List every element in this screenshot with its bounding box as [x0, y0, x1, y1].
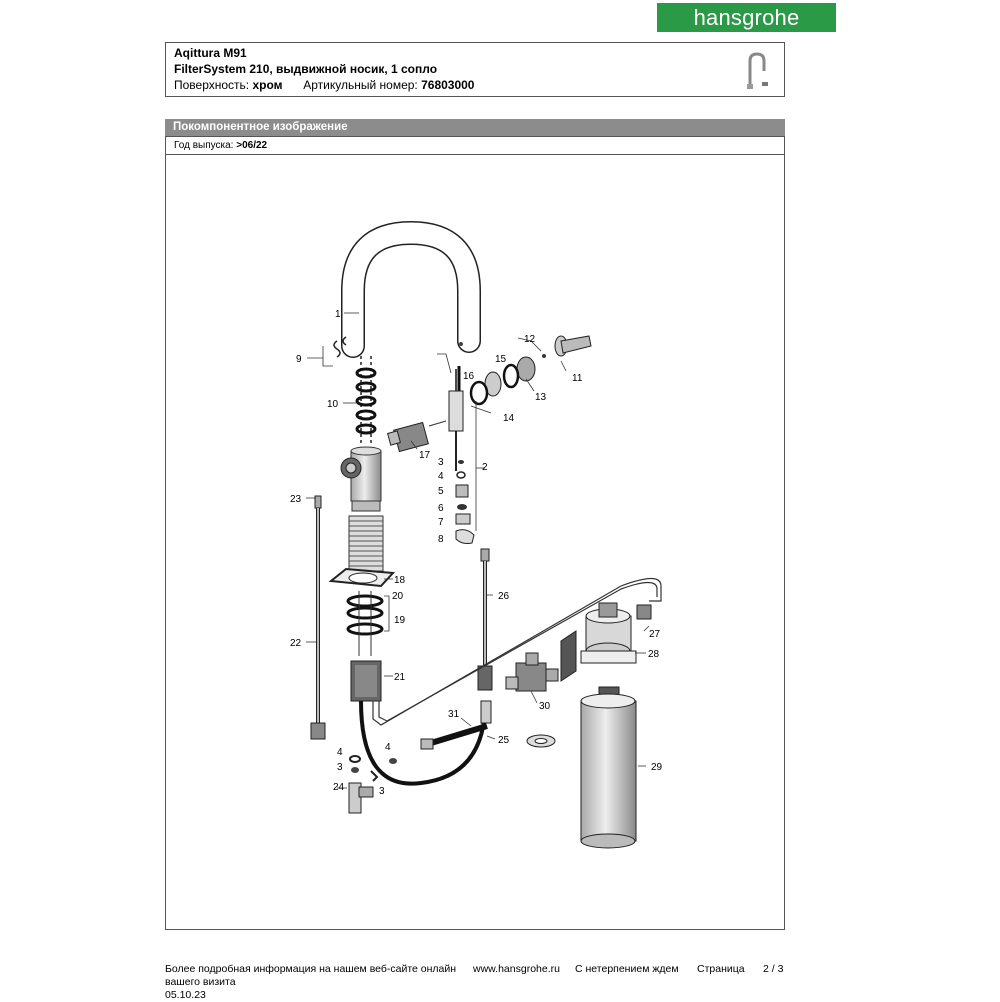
part-label-9: 9: [296, 354, 302, 365]
page-label: Страница: [697, 963, 745, 975]
part-label-31: 31: [448, 709, 460, 720]
leader-lines: [306, 312, 650, 789]
part-label-24: 24: [333, 782, 345, 793]
product-name: Aqittura M91: [174, 46, 247, 60]
part-label-4c: 4: [385, 742, 391, 753]
washers-19-20: [346, 591, 384, 656]
part-label-8: 8: [438, 534, 444, 545]
product-description: FilterSystem 210, выдвижной носик, 1 соп…: [174, 62, 438, 76]
part-number-labels: 1 9 10 12 15 16 11 13 14 17 3 4 5 6 7 8 …: [290, 309, 663, 797]
part-label-29: 29: [651, 762, 663, 773]
website-link[interactable]: www.hansgrohe.ru: [473, 963, 560, 975]
clip-part-9: [333, 336, 347, 358]
article-label: Артикульный номер:: [303, 78, 418, 92]
surface-value: хром: [252, 78, 283, 92]
filter-cartridge-29: [580, 686, 637, 849]
part-label-10: 10: [327, 399, 339, 410]
footer-date: 05.10.23: [165, 989, 206, 1001]
part-label-30: 30: [539, 701, 551, 712]
part-label-26: 26: [498, 591, 510, 602]
part-label-5: 5: [438, 486, 444, 497]
part-label-1: 1: [335, 309, 341, 320]
part-label-15: 15: [495, 354, 507, 365]
tee-valve-24: [348, 755, 397, 814]
surface-label: Поверхность:: [174, 78, 250, 92]
part-label-3: 3: [438, 457, 444, 468]
pull-out-part-2: [448, 390, 464, 471]
part-label-13: 13: [535, 392, 547, 403]
exploded-view-panel: Год выпуска: >06/22: [165, 136, 785, 930]
part-label-25: 25: [498, 735, 510, 746]
exploded-view-diagram: 1 9 10 12 15 16 11 13 14 17 3 4 5 6 7 8 …: [290, 220, 663, 849]
part-label-6: 6: [438, 503, 444, 514]
part-label-18: 18: [394, 575, 406, 586]
part-label-21: 21: [394, 672, 406, 683]
tube-seal-rings: [355, 356, 377, 446]
part-label-20: 20: [392, 591, 404, 602]
mounting-plate-18: [328, 567, 396, 588]
faucet-thumbnail-icon: [747, 52, 768, 89]
connection-hose-31: [420, 700, 492, 750]
part-label-4b: 4: [337, 747, 343, 758]
valve-part-30: [505, 652, 559, 692]
part-label-17: 17: [419, 450, 431, 461]
release-year: Год выпуска: >06/22: [166, 137, 784, 155]
rings-13-14-15: [469, 356, 536, 406]
page-number: 2 / 3: [763, 963, 784, 975]
part-label-4: 4: [438, 471, 444, 482]
part-label-22: 22: [290, 638, 302, 649]
hose-part-26: [477, 548, 493, 691]
part-label-2: 2: [482, 462, 488, 473]
faucet-body: [340, 446, 384, 572]
part-label-23: 23: [290, 494, 302, 505]
product-header: Aqittura M91 FilterSystem 210, выдвижной…: [165, 42, 785, 97]
part-label-28: 28: [648, 649, 660, 660]
part-label-12: 12: [524, 334, 536, 345]
section-title: Покомпонентное изображение: [165, 119, 785, 136]
part-label-19: 19: [394, 615, 406, 626]
part-label-14: 14: [503, 413, 515, 424]
spout-part-1: [341, 220, 481, 358]
article-number: 76803000: [421, 78, 475, 92]
part-label-7: 7: [438, 517, 444, 528]
part-label-3c: 3: [379, 786, 385, 797]
part-label-11: 11: [572, 373, 583, 384]
cartridge-part-17: [387, 420, 447, 453]
footer-info-text: Более подробная информация на нашем веб-…: [165, 963, 457, 975]
filter-head-28: [560, 602, 637, 682]
footer-greeting-2: вашего визита: [165, 976, 236, 988]
hose-part-22-23: [310, 495, 326, 740]
part-label-27: 27: [649, 629, 661, 640]
fitting-part-27: [636, 604, 652, 620]
part-label-3b: 3: [337, 762, 343, 773]
nut-part-21: [350, 660, 382, 702]
part-label-16: 16: [463, 371, 475, 382]
small-parts-3-8: [455, 460, 475, 544]
lever-handle-11: [542, 335, 592, 358]
hansgrohe-logo: hansgrohe: [657, 3, 836, 32]
footer-greeting: С нетерпением ждем: [575, 963, 679, 975]
